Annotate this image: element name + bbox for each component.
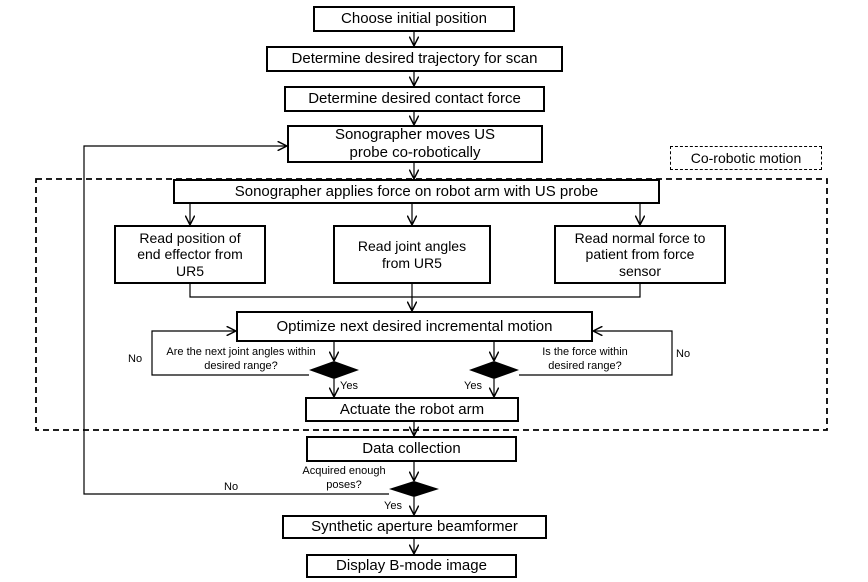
co-robotic-region [35, 178, 828, 431]
loop-force-no [519, 331, 673, 376]
node-read-joints: Read joint angles from UR5 [333, 225, 491, 284]
node-optimize: Optimize next desired incremental motion [236, 311, 593, 342]
decision-enough-poses [389, 481, 439, 497]
decision-enough-poses-label: Acquired enough poses? [302, 465, 386, 491]
loop-joint-no [151, 331, 309, 376]
node-read-force: Read normal force to patient from force … [554, 225, 726, 284]
label-yes-joint: Yes [340, 380, 358, 392]
label-yes-force: Yes [464, 380, 482, 392]
node-choose-initial: Choose initial position [313, 6, 515, 32]
loop-poses-no [83, 146, 389, 495]
node-read-position: Read position of end effector from UR5 [114, 225, 266, 284]
label-no-joint: No [128, 353, 143, 365]
decision-joint-range [309, 361, 359, 379]
node-actuate: Actuate the robot arm [305, 397, 519, 422]
node-beamformer: Synthetic aperture beamformer [282, 515, 547, 539]
node-applies-force: Sonographer applies force on robot arm w… [173, 179, 660, 204]
merge-position [189, 284, 641, 298]
label-no-poses: No [224, 481, 239, 493]
co-robotic-motion-label: Co-robotic motion [670, 146, 822, 170]
node-data-collection: Data collection [306, 436, 517, 462]
label-yes-poses: Yes [384, 500, 402, 512]
node-display: Display B-mode image [306, 554, 517, 578]
label-no-force: No [676, 348, 691, 360]
node-desired-trajectory: Determine desired trajectory for scan [266, 46, 563, 72]
decision-joint-range-label: Are the next joint angles within desired… [166, 346, 316, 372]
node-sonographer-moves: Sonographer moves US probe co-roboticall… [287, 125, 543, 163]
node-desired-force: Determine desired contact force [284, 86, 545, 112]
decision-force-range-label: Is the force within desired range? [542, 346, 628, 372]
decision-force-range [469, 361, 519, 379]
